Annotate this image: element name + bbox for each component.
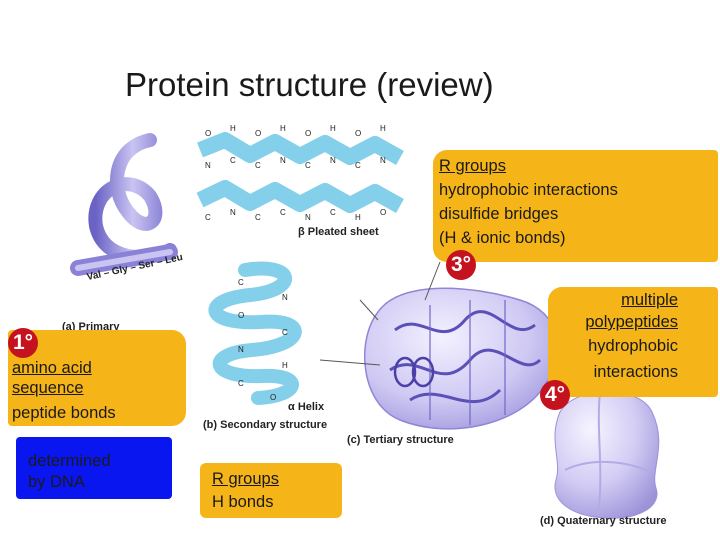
- tertiary-line-disulfide: disulfide bridges: [439, 205, 559, 223]
- dna-line-by-dna: by DNA: [28, 473, 85, 491]
- svg-text:N: N: [230, 208, 236, 217]
- tertiary-caption: (c) Tertiary structure: [347, 434, 454, 446]
- secondary-info-box: R groups H bonds: [200, 463, 342, 518]
- pleated-sheet-caption: β Pleated sheet: [298, 226, 379, 238]
- quaternary-caption: (d) Quaternary structure: [540, 515, 667, 527]
- svg-text:H: H: [280, 124, 286, 133]
- svg-text:C: C: [282, 328, 288, 337]
- svg-text:C: C: [280, 208, 286, 217]
- dna-line-determined: determined: [28, 452, 111, 470]
- svg-text:C: C: [238, 278, 244, 287]
- dna-info-box: determined by DNA: [16, 437, 172, 499]
- svg-text:O: O: [238, 311, 244, 320]
- quaternary-line-hydrophobic: hydrophobic: [588, 337, 678, 355]
- svg-text:C: C: [255, 161, 261, 170]
- svg-text:O: O: [380, 208, 386, 217]
- secondary-line-h-bonds: H bonds: [212, 493, 274, 511]
- svg-text:N: N: [205, 161, 211, 170]
- svg-text:H: H: [230, 124, 236, 133]
- primary-line-sequence: sequence: [12, 379, 84, 397]
- tertiary-info-box: R groups hydrophobic interactions disulf…: [433, 150, 718, 262]
- svg-text:H: H: [282, 361, 288, 370]
- svg-text:N: N: [282, 293, 288, 302]
- svg-text:C: C: [238, 379, 244, 388]
- leader-lines: [319, 261, 441, 366]
- quaternary-blob: [554, 391, 660, 519]
- secondary-caption: (b) Secondary structure: [203, 419, 328, 431]
- svg-text:H: H: [330, 124, 336, 133]
- svg-text:C: C: [330, 208, 336, 217]
- primary-line-amino-acid: amino acid: [12, 359, 92, 377]
- primary-line-peptide-bonds: peptide bonds: [12, 404, 116, 422]
- svg-text:N: N: [305, 213, 311, 222]
- primary-ribbon: [70, 133, 178, 276]
- svg-text:C: C: [205, 213, 211, 222]
- secondary-line-r-groups: R groups: [212, 470, 279, 488]
- primary-badge: 1°: [8, 328, 38, 358]
- svg-text:C: C: [230, 156, 236, 165]
- helix-caption: α Helix: [288, 401, 325, 413]
- tertiary-line-hydrophobic: hydrophobic interactions: [439, 181, 618, 199]
- quaternary-line-multiple: multiple: [621, 291, 678, 309]
- svg-text:N: N: [380, 156, 386, 165]
- beta-pleated-sheet: O H O H O H O H N C C N C N C N C N C C N C H O: [196, 124, 404, 222]
- alpha-helix: C N O C N H C O: [208, 261, 302, 405]
- svg-text:H: H: [380, 124, 386, 133]
- tertiary-badge: 3°: [446, 250, 476, 280]
- svg-text:O: O: [270, 393, 276, 402]
- svg-text:N: N: [330, 156, 336, 165]
- svg-text:O: O: [255, 129, 261, 138]
- quaternary-badge: 4°: [540, 380, 570, 410]
- svg-text:H: H: [355, 213, 361, 222]
- quaternary-line-interactions: interactions: [593, 363, 678, 381]
- svg-text:C: C: [255, 213, 261, 222]
- svg-text:C: C: [355, 161, 361, 170]
- svg-text:O: O: [355, 129, 361, 138]
- secondary-badge: 2°: [197, 438, 219, 463]
- svg-text:C: C: [305, 161, 311, 170]
- quaternary-info-box: multiple polypeptides hydrophobic intera…: [548, 287, 718, 397]
- tertiary-line-r-groups: R groups: [439, 157, 506, 175]
- svg-text:N: N: [280, 156, 286, 165]
- tertiary-blob: [364, 287, 559, 430]
- tertiary-line-h-ionic: (H & ionic bonds): [439, 229, 566, 247]
- slide-title: Protein structure (review): [125, 66, 494, 103]
- quaternary-line-polypeptides: polypeptides: [585, 313, 678, 331]
- svg-text:N: N: [238, 345, 244, 354]
- svg-text:O: O: [205, 129, 211, 138]
- svg-text:O: O: [305, 129, 311, 138]
